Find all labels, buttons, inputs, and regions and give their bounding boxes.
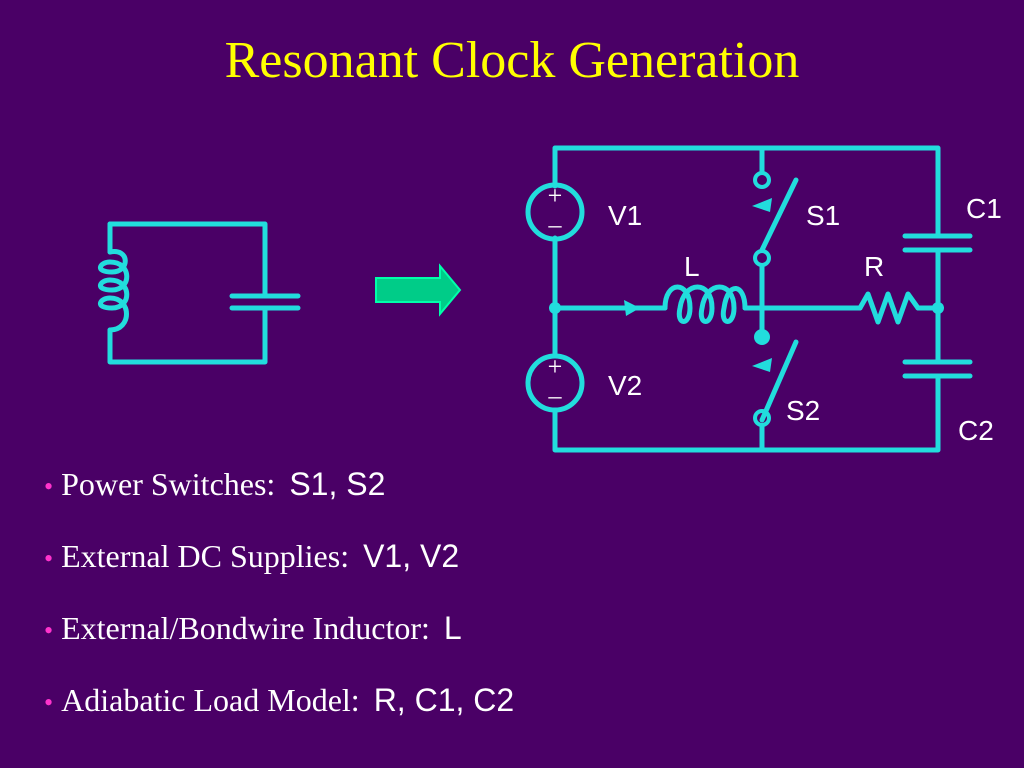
label-c1: C1 bbox=[966, 193, 1002, 224]
resonant-clock-circuit: + – + – V1 V2 S1 S2 L R bbox=[525, 145, 1002, 453]
s1-contact-bottom bbox=[753, 249, 771, 267]
label-v1: V1 bbox=[608, 200, 642, 231]
list-item: •External DC Supplies:V1, V2 bbox=[44, 538, 460, 574]
label-c2: C2 bbox=[958, 415, 994, 446]
resistor-r bbox=[857, 291, 921, 325]
label-s2: S2 bbox=[786, 395, 820, 426]
list-item: •Power Switches:S1, S2 bbox=[44, 466, 386, 502]
inductor-l bbox=[662, 284, 748, 324]
s1-contact-top bbox=[753, 171, 771, 189]
svg-text:–: – bbox=[548, 381, 563, 410]
list-item: •External/Bondwire Inductor:L bbox=[44, 610, 462, 646]
label-v2: V2 bbox=[608, 370, 642, 401]
svg-text:+: + bbox=[548, 352, 563, 381]
v1-source bbox=[525, 182, 585, 242]
label-s1: S1 bbox=[806, 200, 840, 231]
svg-text:+: + bbox=[548, 181, 563, 210]
slide-title: Resonant Clock Generation bbox=[224, 32, 800, 89]
v2-source bbox=[525, 353, 585, 413]
current-arrow bbox=[624, 300, 640, 316]
list-item: •Adiabatic Load Model:R, C1, C2 bbox=[44, 682, 515, 718]
s1-blade bbox=[759, 177, 799, 253]
label-l: L bbox=[684, 251, 700, 282]
lc-tank-schematic bbox=[98, 221, 301, 365]
svg-text:–: – bbox=[548, 210, 563, 239]
switch-node bbox=[754, 329, 770, 345]
label-r: R bbox=[864, 251, 884, 282]
bullet-list: •Power Switches:S1, S2 •External DC Supp… bbox=[44, 462, 514, 750]
s2-blade bbox=[759, 339, 799, 423]
tank-inductor-coil bbox=[98, 249, 130, 333]
transform-arrow bbox=[375, 263, 462, 317]
